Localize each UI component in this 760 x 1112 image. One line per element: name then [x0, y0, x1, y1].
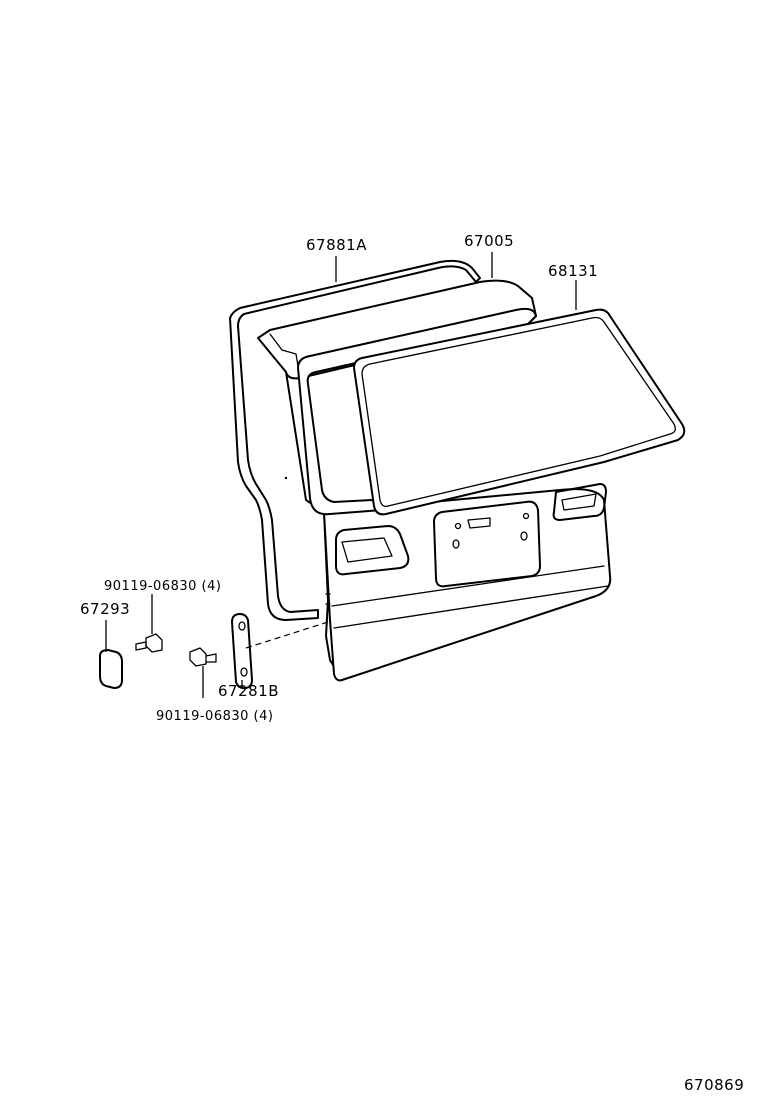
- callout-bolt-lower: 90119-06830 (4): [156, 709, 273, 724]
- bolt-upper-part: [135, 594, 163, 653]
- back-glass-part: [353, 308, 686, 516]
- figure-id: 670869: [684, 1076, 744, 1094]
- hinge-alignment-line: [245, 621, 329, 649]
- hinge-part: [231, 613, 253, 689]
- bolt-lower-part: [189, 647, 217, 698]
- callout-hinge: 67281B: [218, 682, 279, 700]
- callout-bolt-upper: 90119-06830 (4): [104, 579, 221, 594]
- hinge-cover-part: [99, 620, 123, 689]
- weatherstrip-part: [229, 259, 481, 621]
- callout-back-glass: 68131: [548, 262, 598, 280]
- callout-weatherstrip: 67881A: [306, 236, 367, 254]
- callout-door-panel: 67005: [464, 232, 514, 250]
- callout-hinge-cover: 67293: [80, 600, 130, 618]
